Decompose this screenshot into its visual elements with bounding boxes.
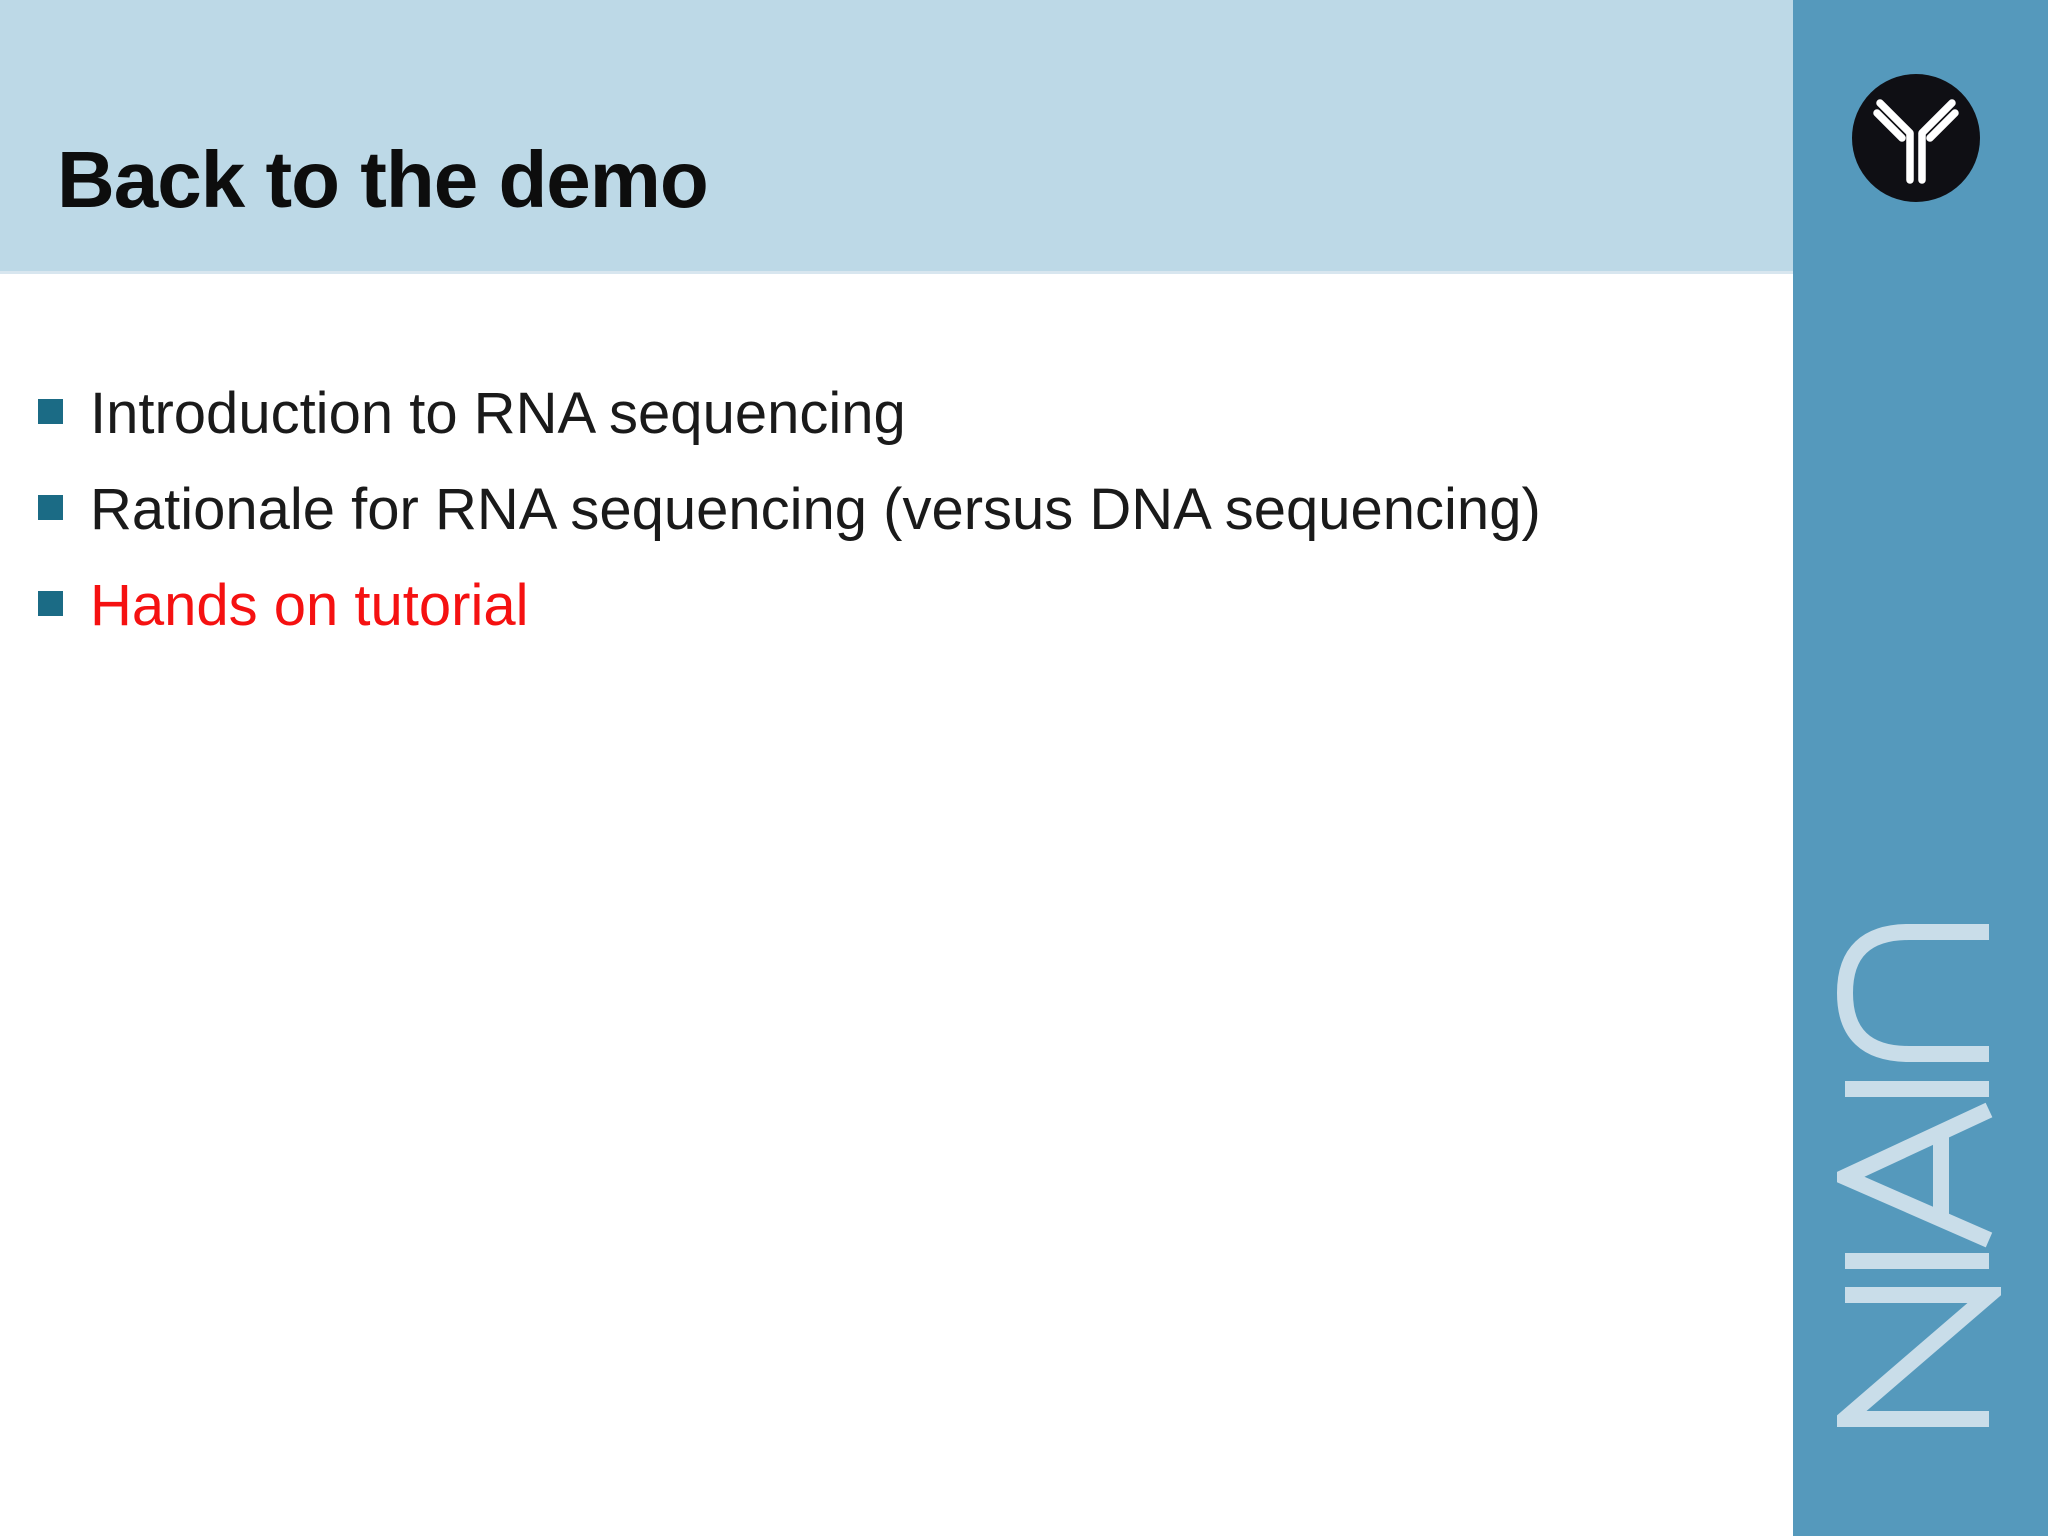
list-item: Rationale for RNA sequencing (versus DNA… — [38, 462, 1638, 558]
sidebar — [1793, 0, 2048, 1536]
bullet-square-icon — [38, 398, 63, 424]
page-title: Back to the demo — [57, 135, 709, 224]
list-item: Hands on tutorial — [38, 558, 1638, 654]
bullet-text: Introduction to RNA sequencing — [90, 381, 906, 446]
list-item: Introduction to RNA sequencing — [38, 366, 1638, 462]
slide-header-band: Back to the demo — [0, 0, 1793, 274]
bullet-square-icon — [38, 494, 63, 520]
niaid-wordmark — [1837, 924, 2001, 1427]
bullet-square-icon — [38, 590, 63, 616]
antibody-icon — [1852, 74, 1980, 202]
bullet-list: Introduction to RNA sequencing Rationale… — [38, 366, 1638, 654]
bullet-text: Hands on tutorial — [90, 573, 529, 638]
bullet-text: Rationale for RNA sequencing (versus DNA… — [90, 477, 1541, 542]
